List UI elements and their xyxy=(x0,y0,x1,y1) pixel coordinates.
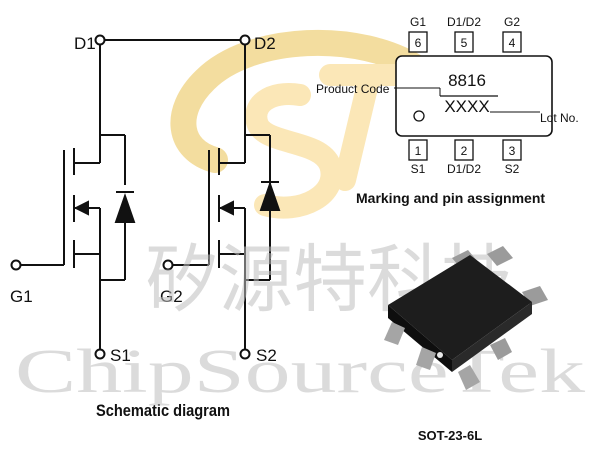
pin-label-g2: G2 xyxy=(160,287,183,306)
pin-label-s2: S2 xyxy=(256,346,277,365)
bottom-pin-num-1: 1 xyxy=(415,144,422,158)
pin-d2-terminal xyxy=(239,34,251,46)
top-pin-name-3: G2 xyxy=(504,15,520,29)
brand-logo-mark xyxy=(170,29,433,219)
schematic-diagram xyxy=(10,34,281,360)
top-pin-num-2: 5 xyxy=(461,36,468,50)
pin-label-d1: D1 xyxy=(74,34,96,53)
marking-caption: Marking and pin assignment xyxy=(356,190,545,206)
pin-label-d2: D2 xyxy=(254,34,276,53)
watermark-latin: ChipSourceTek xyxy=(15,338,585,406)
package-caption: SOT-23-6L xyxy=(418,428,482,443)
mosfet-1-symbol xyxy=(20,134,136,350)
top-pin-name-2: D1/D2 xyxy=(447,15,481,29)
product-code-label: Product Code xyxy=(316,82,390,96)
pin1-dot xyxy=(413,110,425,122)
bottom-pin-name-3: S2 xyxy=(505,162,520,176)
marking-diagram xyxy=(394,31,553,161)
sot23-package-image xyxy=(384,246,548,390)
bottom-pin-num-3: 3 xyxy=(509,144,516,158)
pin-s1-terminal xyxy=(94,348,106,360)
pin-g2-terminal xyxy=(162,259,174,271)
pin-s2-terminal xyxy=(239,348,251,360)
pin-d1-terminal xyxy=(94,34,106,46)
top-pin-num-1: 6 xyxy=(415,36,422,50)
pin-label-g1: G1 xyxy=(10,287,33,306)
pin-g1-terminal xyxy=(10,259,22,271)
bottom-pin-num-2: 2 xyxy=(461,144,468,158)
pin-label-s1: S1 xyxy=(110,346,131,365)
bottom-pin-name-1: S1 xyxy=(411,162,426,176)
mosfet-2-symbol xyxy=(172,134,281,350)
bottom-pin-name-2: D1/D2 xyxy=(447,162,481,176)
lot-code-value: XXXX xyxy=(444,97,489,116)
product-code-value: 8816 xyxy=(448,71,486,90)
schematic-caption: Schematic diagram xyxy=(96,402,230,420)
top-pin-name-1: G1 xyxy=(410,15,426,29)
lot-number-label: Lot No. xyxy=(540,111,579,125)
top-pin-num-3: 4 xyxy=(509,36,516,50)
